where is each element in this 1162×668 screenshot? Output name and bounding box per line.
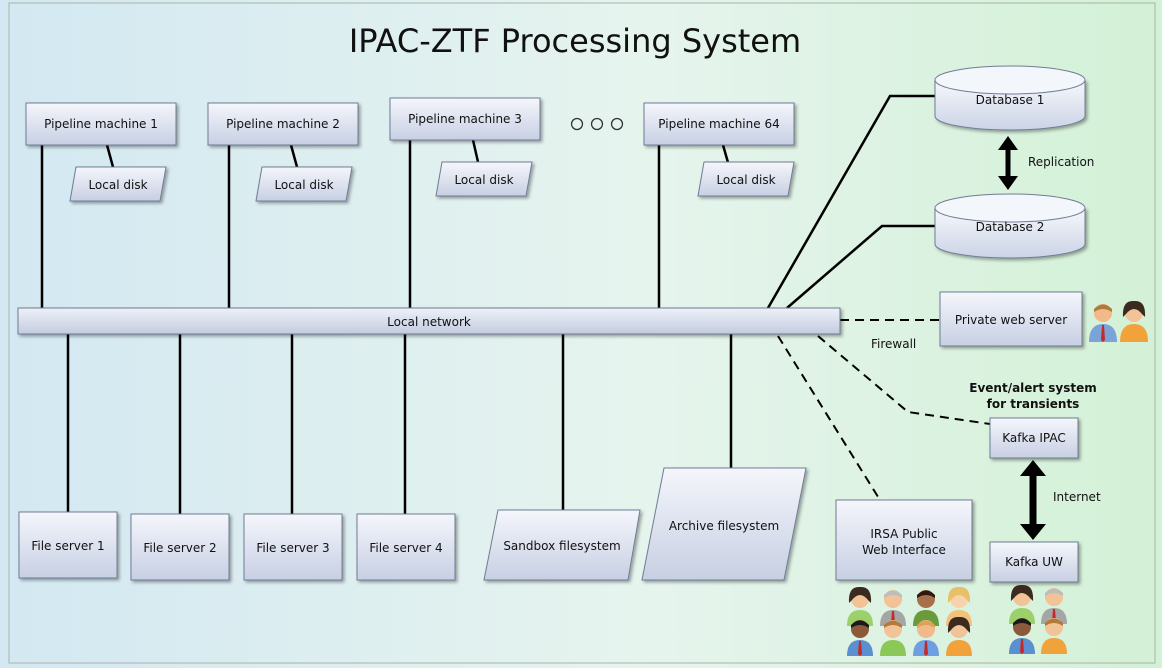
pipeline-machine-2: Pipeline machine 2 <box>207 102 359 146</box>
kafka-ipac: Kafka IPAC <box>989 417 1079 459</box>
link-pm2-disk <box>289 144 299 168</box>
file-server-3-label: File server 3 <box>256 541 329 555</box>
pipeline-machine-1-label: Pipeline machine 1 <box>44 117 158 131</box>
sandbox-filesystem: Sandbox filesystem <box>483 509 641 581</box>
person-icon <box>1009 618 1035 654</box>
connections <box>40 94 935 514</box>
event-system-label-line1: Event/alert system <box>969 381 1097 395</box>
link-pm3-disk <box>471 139 480 163</box>
person-icon <box>847 586 873 626</box>
person-icon <box>847 620 873 656</box>
person-icon <box>946 616 972 656</box>
sandbox-filesystem-label: Sandbox filesystem <box>503 539 620 553</box>
file-server-2: File server 2 <box>130 513 230 581</box>
kafka-uw-label: Kafka UW <box>1005 555 1063 569</box>
file-server-1: File server 1 <box>18 511 118 579</box>
pipeline-machine-2-label: Pipeline machine 2 <box>226 117 340 131</box>
person-icon <box>880 620 906 656</box>
file-server-2-label: File server 2 <box>143 541 216 555</box>
person-icon <box>880 590 906 626</box>
person-icon <box>913 590 939 626</box>
pipeline-machine-3: Pipeline machine 3 <box>389 97 541 141</box>
local-disk-3-label: Local disk <box>454 173 513 187</box>
database-1-label: Database 1 <box>976 93 1045 107</box>
private-web-server: Private web server <box>939 291 1083 347</box>
dashed-connections <box>777 319 991 501</box>
local-network-label: Local network <box>387 315 471 329</box>
database-1: Database 1 <box>934 65 1086 131</box>
link-pm1-disk <box>105 144 115 168</box>
replication-label: Replication <box>1028 155 1094 169</box>
person-icon <box>913 620 939 656</box>
pipeline-machine-1: Pipeline machine 1 <box>25 102 177 146</box>
local-disk-1-label: Local disk <box>88 178 147 192</box>
diagram-title: IPAC-ZTF Processing System <box>349 22 801 60</box>
irsa-label-line1: IRSA Public <box>870 527 937 541</box>
link-network-kafka-ipac <box>817 335 991 425</box>
frame-border <box>8 2 1156 664</box>
pipeline-machine-64: Pipeline machine 64 <box>643 102 795 146</box>
ellipsis-dots <box>570 117 624 131</box>
internet-arrow <box>1020 460 1046 540</box>
private-web-server-label: Private web server <box>955 313 1067 327</box>
database-2-label: Database 2 <box>976 220 1045 234</box>
kafka-ipac-label: Kafka IPAC <box>1002 431 1066 445</box>
link-network-irsa <box>777 335 881 501</box>
person-icon <box>1041 618 1067 654</box>
person-icon <box>1120 300 1148 342</box>
kafka-uw: Kafka UW <box>989 541 1079 583</box>
file-server-4: File server 4 <box>356 513 456 581</box>
local-disk-2-label: Local disk <box>274 178 333 192</box>
local-disk-64: Local disk <box>697 161 795 197</box>
local-disk-1: Local disk <box>69 166 167 202</box>
local-disk-2: Local disk <box>255 166 353 202</box>
person-icon <box>1089 304 1117 342</box>
database-2: Database 2 <box>934 193 1086 259</box>
irsa-web-interface: IRSA Public Web Interface <box>835 499 973 581</box>
link-network-db1 <box>766 94 935 309</box>
internet-label: Internet <box>1053 490 1101 504</box>
link-network-db2 <box>786 224 935 309</box>
pipeline-machine-3-label: Pipeline machine 3 <box>408 112 522 126</box>
file-server-1-label: File server 1 <box>31 539 104 553</box>
local-disk-64-label: Local disk <box>716 173 775 187</box>
firewall-label: Firewall <box>871 337 916 351</box>
archive-filesystem: Archive filesystem <box>641 467 807 581</box>
local-disk-3: Local disk <box>435 161 533 197</box>
file-server-4-label: File server 4 <box>369 541 442 555</box>
irsa-label-line2: Web Interface <box>862 543 946 557</box>
person-icon <box>1041 588 1067 624</box>
replication-arrow <box>998 136 1018 190</box>
archive-filesystem-label: Archive filesystem <box>669 519 779 533</box>
event-system-label-line2: for transients <box>987 397 1080 411</box>
local-network-bus: Local network <box>17 307 841 335</box>
pipeline-machine-64-label: Pipeline machine 64 <box>658 117 779 131</box>
person-icon <box>1009 584 1035 624</box>
file-server-3: File server 3 <box>243 513 343 581</box>
